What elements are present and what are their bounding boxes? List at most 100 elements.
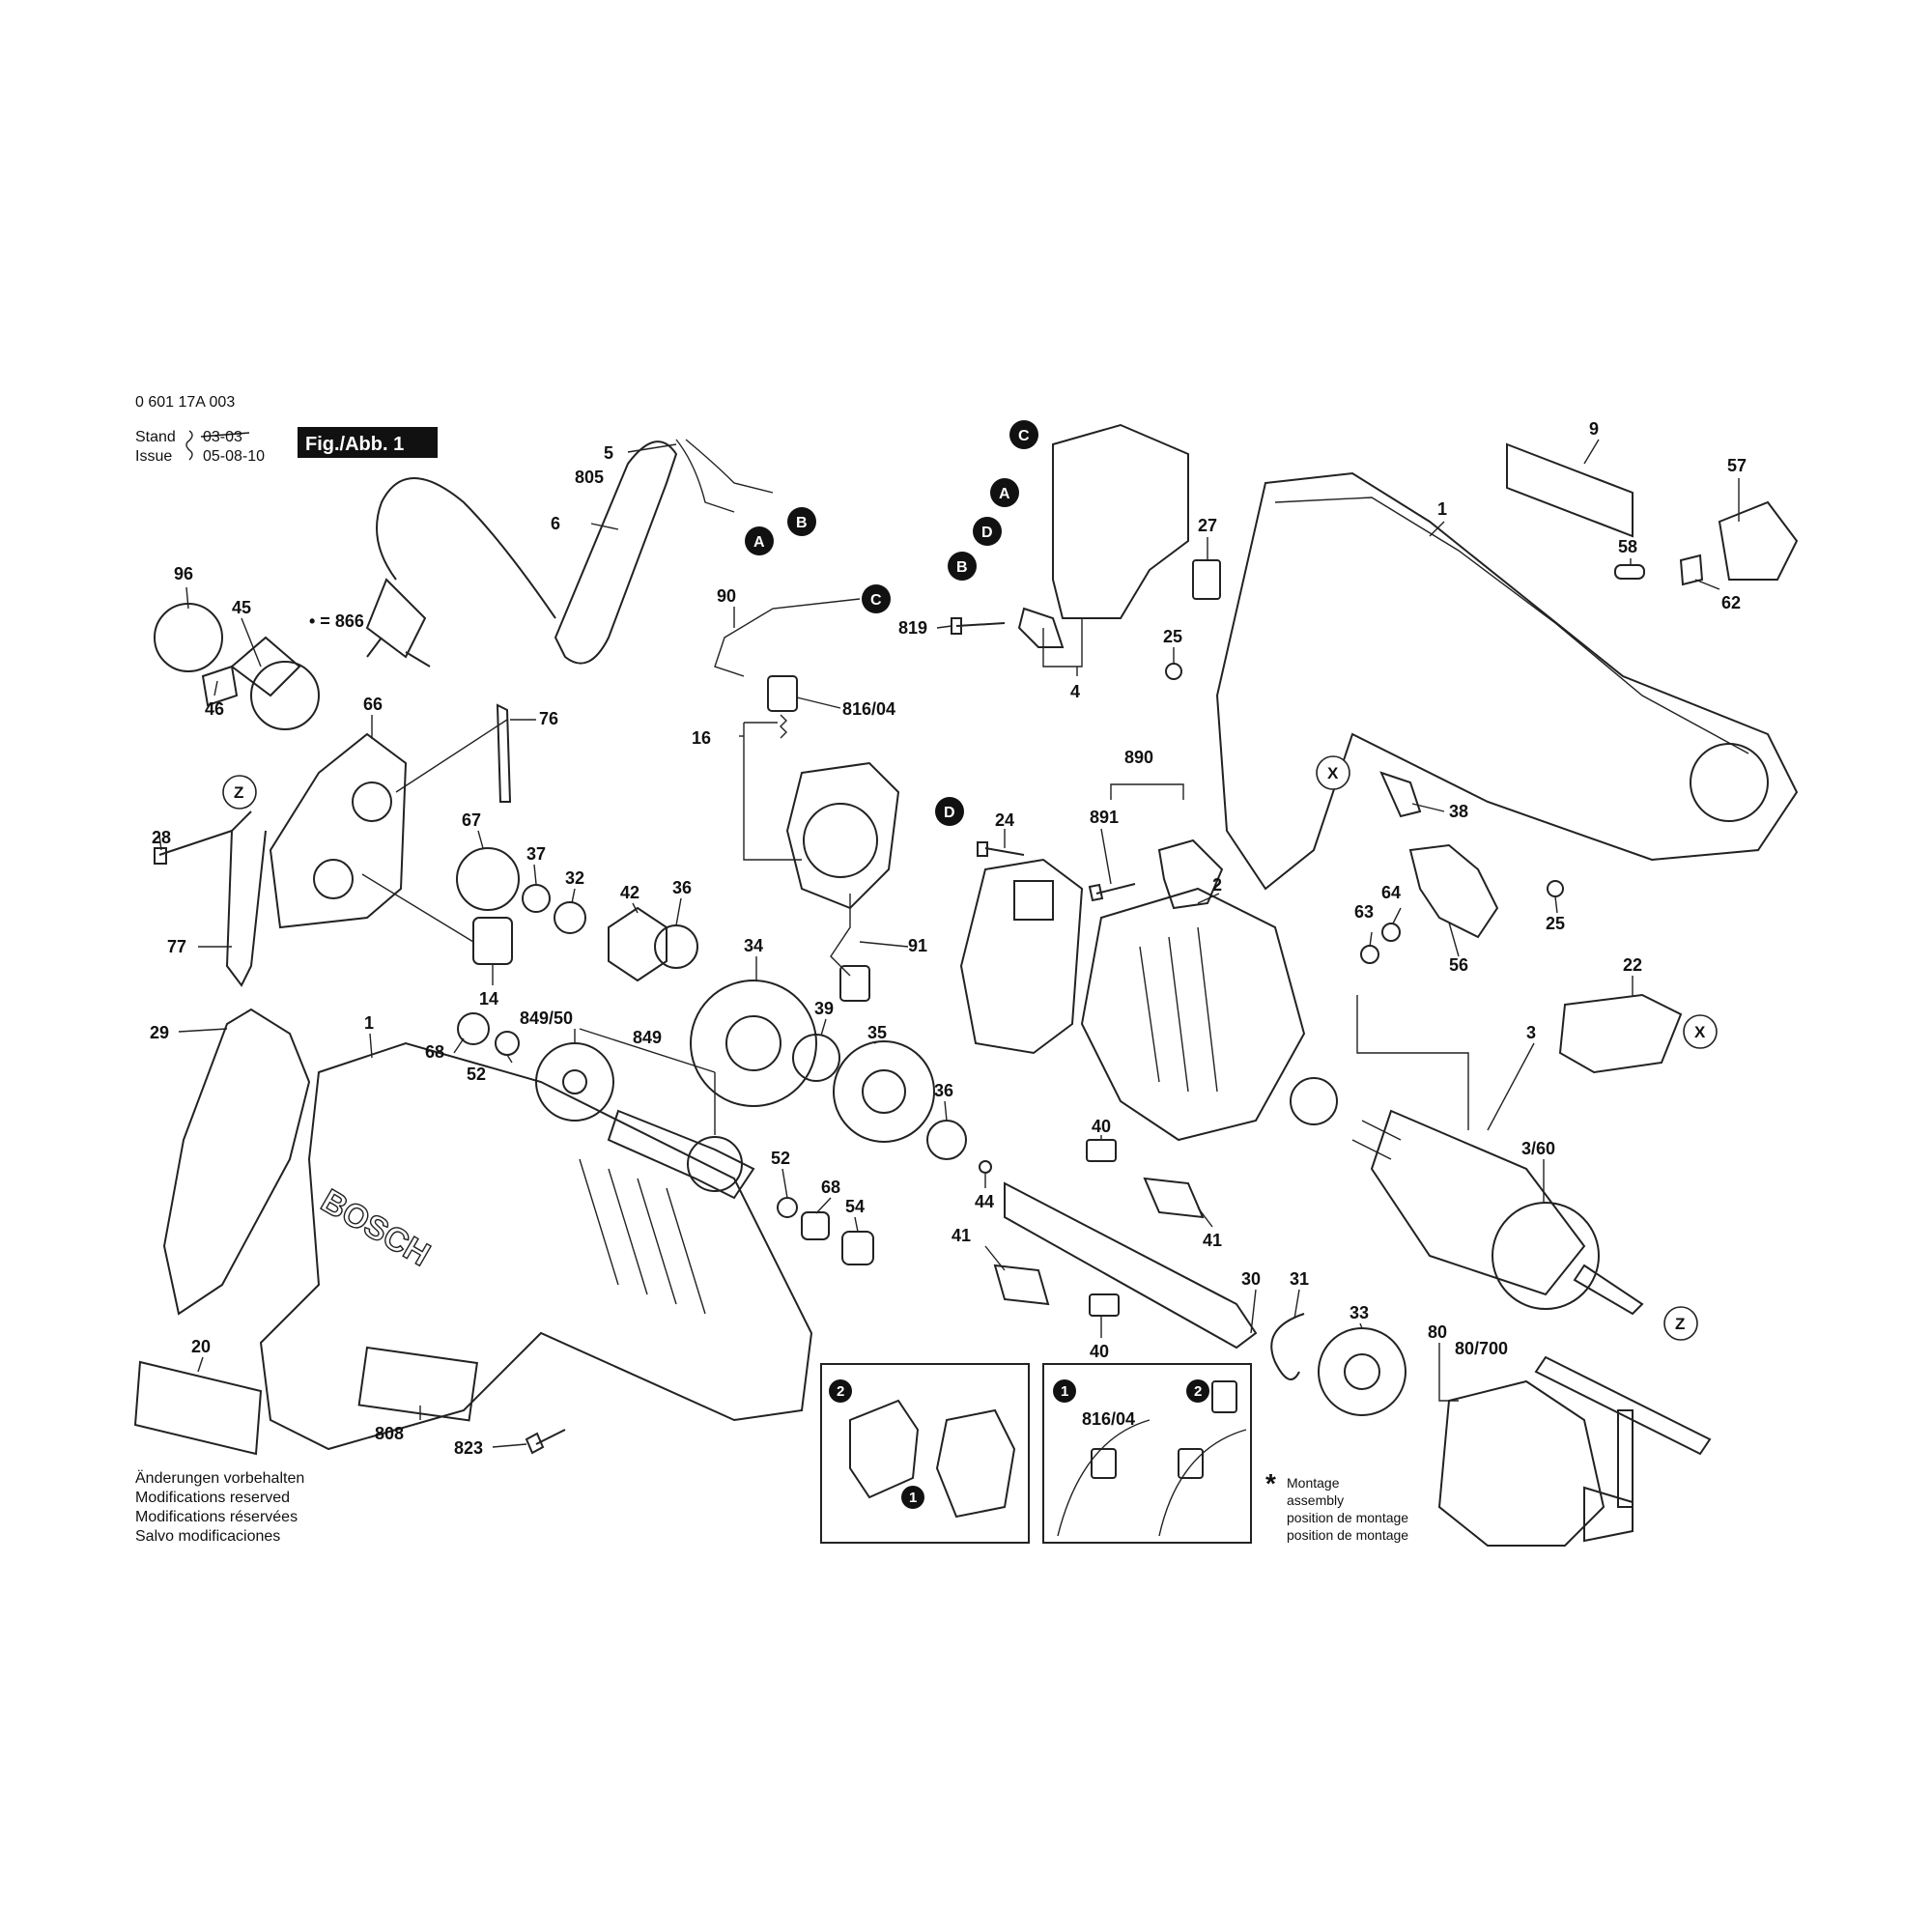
part-25-washer [1165, 663, 1182, 680]
part-label: 42 [620, 883, 639, 902]
part-label: 44 [975, 1192, 994, 1211]
part-91-wire [830, 894, 851, 977]
part-label: 16 [692, 728, 711, 748]
part-38-clip [1379, 771, 1422, 818]
plug-pin-2 [405, 651, 431, 668]
part-33-bearing-inner [1344, 1353, 1380, 1390]
part-27-pad [1192, 559, 1221, 600]
callout-x-slider-label: X [1694, 1023, 1706, 1041]
part-label: 3/60 [1521, 1139, 1555, 1158]
legend-dot: • = 866 [309, 611, 364, 631]
part-66-housing-plate [269, 732, 408, 929]
part-68-sleeve [457, 1012, 490, 1045]
part-32-bearing [554, 901, 586, 934]
part-90-wire [714, 598, 861, 677]
part-label: 2 [1212, 875, 1222, 895]
part-54-sleeve [841, 1231, 874, 1265]
part-label: 6 [551, 514, 560, 533]
part-label: 28 [152, 828, 171, 847]
part-24-screw [977, 841, 1025, 857]
part-36-ring-b [926, 1120, 967, 1160]
part-68-sleeve-b [801, 1211, 830, 1240]
housing-brand-mark: BOSCH [315, 1182, 436, 1273]
callout-b-cord [787, 507, 816, 536]
callout-x-housing-label: X [1327, 764, 1339, 782]
part-label: 63 [1354, 902, 1374, 922]
callout-c-switch-label: C [1018, 428, 1030, 444]
part-808-nameplate [357, 1346, 479, 1422]
footer-notes: Änderungen vorbehalten Modifications res… [135, 1469, 304, 1545]
part-16-plate-bore [803, 803, 878, 878]
part-label: 891 [1090, 808, 1119, 827]
callout-d-switch [973, 517, 1002, 546]
part-16-brush-plate [785, 761, 900, 910]
part-label: 36 [934, 1081, 953, 1100]
part-1-housing-left [259, 1041, 813, 1451]
part-891-screw [1088, 883, 1136, 902]
inset-right-step-2 [1186, 1379, 1209, 1403]
part-44-ball [979, 1160, 992, 1174]
part-label: 40 [1090, 1342, 1109, 1361]
part-41-shell-b [993, 1264, 1050, 1306]
footer-note-de: Änderungen vorbehalten [135, 1469, 304, 1487]
part-3-commutator [1351, 1120, 1402, 1160]
part-40-block-b [1089, 1293, 1120, 1317]
part-80-chuck-nose [1583, 1486, 1634, 1543]
part-14-sleeve [472, 917, 513, 965]
part-816-04-brush-b [839, 965, 870, 1002]
issue-label: Issue [135, 448, 172, 465]
part-label: 76 [539, 709, 558, 728]
part-label: 46 [205, 699, 224, 719]
part-9-label [1506, 442, 1634, 538]
part-1-housing-right [1215, 471, 1799, 891]
part-label: 4 [1070, 682, 1080, 701]
part-label: 52 [467, 1065, 486, 1084]
part-label: 80 [1428, 1322, 1447, 1342]
part-35-gear-inner [862, 1069, 906, 1114]
part-label: 35 [867, 1023, 887, 1042]
part-77-bracket [225, 810, 267, 987]
callout-x-housing [1316, 755, 1350, 790]
part-2-stator-windings [1139, 926, 1218, 1093]
inset-right-step-1 [1053, 1379, 1076, 1403]
part-80-700-key [1534, 1355, 1712, 1508]
part-label: 805 [575, 468, 604, 487]
housing-right-bore [1690, 743, 1769, 822]
part-29-handle [162, 1008, 311, 1316]
callout-z-left-label: Z [234, 783, 243, 802]
part-label: 37 [526, 844, 546, 864]
plug-pin-1 [366, 637, 383, 658]
inset-right-frame [1042, 1363, 1252, 1544]
end-cap-group [154, 603, 320, 730]
inset-left-shield [935, 1408, 1016, 1519]
part-label: 36 [672, 878, 692, 897]
stand-date-strike [200, 432, 250, 438]
document-header: 0 601 17A 003 Stand 03-03 Issue 05-08-10… [135, 394, 438, 465]
inset-right-part-label: 816/04 [1082, 1409, 1135, 1429]
part-label: 3 [1526, 1023, 1536, 1042]
callout-b-cord-label: B [796, 515, 808, 531]
gear-train [535, 980, 992, 1265]
inset-right-brush-1 [1091, 1448, 1117, 1479]
part-label: 5 [604, 443, 613, 463]
part-76-spring [496, 703, 512, 803]
part-35-gear [833, 1040, 935, 1143]
part-3-bracket [1356, 995, 1469, 1130]
callout-z-left [222, 775, 257, 810]
part-label: 1 [1437, 499, 1447, 519]
housing-right-rim [1274, 497, 1749, 754]
callout-a-switch [990, 478, 1019, 507]
part-849-50-gear [535, 1042, 614, 1122]
part-36-ring [654, 924, 698, 969]
part-label: 31 [1290, 1269, 1309, 1289]
doc-number: 0 601 17A 003 [135, 394, 235, 411]
inset-right-brush-top [1211, 1380, 1237, 1413]
part-label: 66 [363, 695, 383, 714]
inset-panel-right: 1 2 816/04 [1042, 1363, 1252, 1544]
assembly-note-line-2: assembly [1287, 1492, 1344, 1508]
inset-left-step-1 [901, 1486, 924, 1509]
part-label: 64 [1381, 883, 1401, 902]
part-label: 96 [174, 564, 193, 583]
inset-right-arc-1 [1057, 1419, 1151, 1537]
part-label: 849 [633, 1028, 662, 1047]
